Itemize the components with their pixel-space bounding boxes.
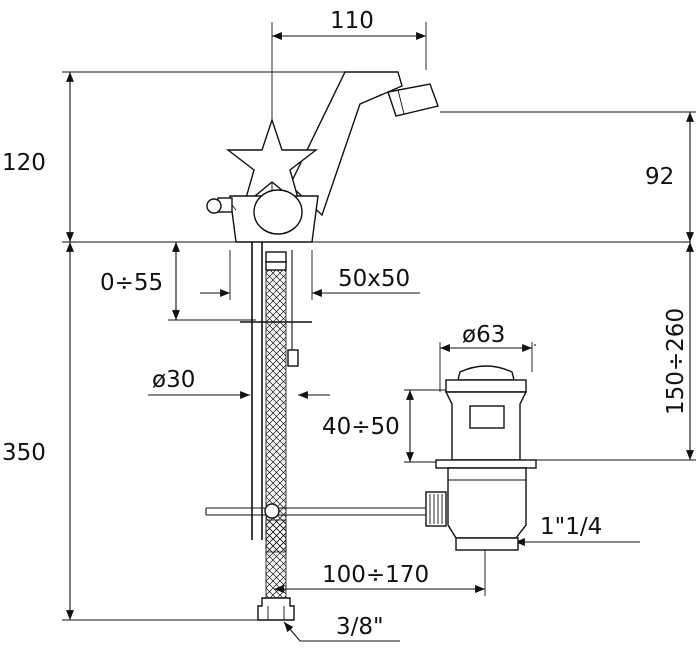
dim-waste-height: 150÷260 xyxy=(535,242,696,461)
label-waste-adjust: 40÷50 xyxy=(322,414,400,440)
dim-deck-thickness: 0÷55 xyxy=(100,242,256,321)
dim-waste-thread: 1"1/4 xyxy=(515,344,640,546)
label-waste-diameter: ø63 xyxy=(462,322,505,348)
dim-waste-adjust: 40÷50 xyxy=(322,389,446,463)
popup-waste xyxy=(425,365,537,551)
pull-rod xyxy=(205,503,426,519)
dim-height-above-deck: 120 xyxy=(2,71,690,243)
label-base-size: 50x50 xyxy=(338,266,410,292)
mixer-shank xyxy=(240,242,312,621)
mixer-body xyxy=(206,71,439,243)
dim-shank-diameter: ø30 xyxy=(148,367,330,399)
dim-base-size: 50x50 xyxy=(200,250,420,300)
label-hose-connection: 3/8" xyxy=(336,614,384,640)
dim-waste-diameter: ø63 xyxy=(439,322,533,392)
label-shank-diameter: ø30 xyxy=(152,367,195,393)
label-waste-thread: 1"1/4 xyxy=(540,514,602,540)
dim-hose-connection: 3/8" xyxy=(283,614,400,642)
dim-pull-rod-length: 100÷170 xyxy=(274,545,486,596)
label-pull-rod-length: 100÷170 xyxy=(322,562,429,588)
label-below-deck-height: 350 xyxy=(2,440,46,466)
dim-spout-height: 92 xyxy=(440,111,696,242)
label-deck-thickness: 0÷55 xyxy=(100,270,163,296)
label-spout-height: 92 xyxy=(645,164,674,190)
label-height-above-deck: 120 xyxy=(2,150,46,176)
star-handle-icon xyxy=(225,117,319,207)
label-top-width: 110 xyxy=(330,8,374,34)
dim-below-deck-height: 350 xyxy=(2,242,262,621)
dim-top-width: 110 xyxy=(271,8,427,240)
label-waste-height: 150÷260 xyxy=(663,308,689,415)
